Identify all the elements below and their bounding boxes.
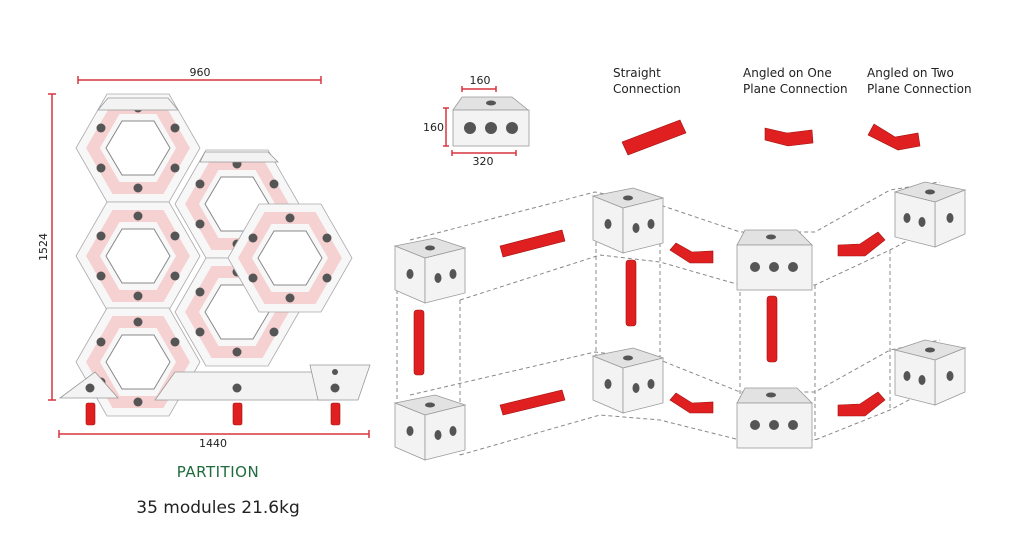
dimension-label: 160: [470, 74, 491, 87]
connector-label: Plane Connection: [867, 82, 972, 96]
partition-elevation: 960 1524 1440: [37, 66, 371, 518]
connector-label: Angled on One: [743, 66, 832, 80]
connector-angled-one-plane: Angled on One Plane Connection: [743, 66, 848, 147]
module-detail: 160 160 320: [423, 74, 530, 168]
support-legs: [85, 402, 341, 426]
connector-label: Straight: [613, 66, 661, 80]
dashed-guides: [396, 181, 966, 456]
connector-label: Plane Connection: [743, 82, 848, 96]
partition-title: PARTITION: [177, 463, 259, 481]
connector-straight: Straight Connection: [613, 66, 687, 156]
dimension-label: 160: [423, 121, 444, 134]
connector-rods: [413, 229, 886, 417]
hex-modules: [58, 94, 371, 416]
partition-summary: 35 modules 21.6kg: [136, 498, 300, 518]
dimension-label: 320: [473, 155, 494, 168]
dimension-height: 1524: [37, 93, 56, 401]
connector-angled-two-plane: Angled on Two Plane Connection: [867, 66, 972, 151]
dimension-top-width: 960: [77, 66, 322, 84]
connector-label: Connection: [613, 82, 681, 96]
dimension-label: 1524: [37, 233, 50, 261]
exploded-assembly: [394, 181, 966, 461]
modules: [394, 181, 966, 461]
dimension-bottom-width: 1440: [58, 430, 370, 450]
dimension-label: 1440: [199, 437, 227, 450]
dimension-label: 960: [190, 66, 211, 79]
connector-label: Angled on Two: [867, 66, 954, 80]
